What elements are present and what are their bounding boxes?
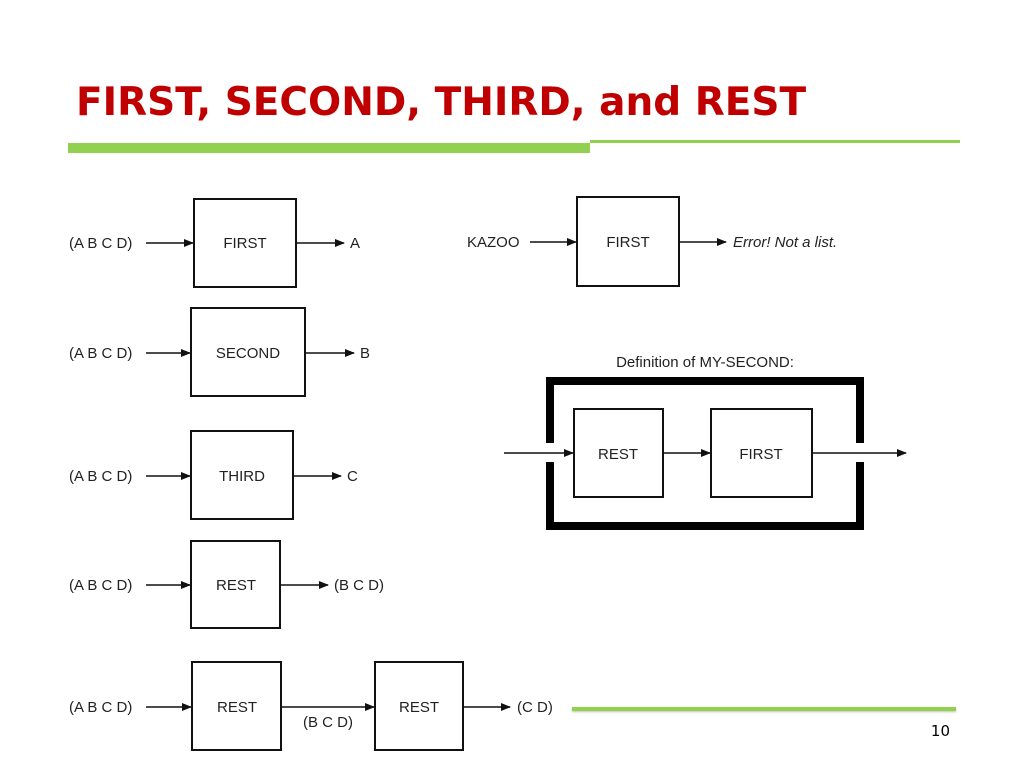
definition-label: Definition of MY-SECOND: xyxy=(616,354,794,371)
slide-title: FIRST, SECOND, THIRD, and REST xyxy=(76,80,807,125)
row-rest-rest: (A B C D) REST (B C D) REST (C D) xyxy=(69,661,553,751)
row-third-label: THIRD xyxy=(219,468,265,485)
my-second-definition: Definition of MY-SECOND: REST FIRST xyxy=(504,354,907,530)
error-example-input: KAZOO xyxy=(467,234,520,251)
row-first-label: FIRST xyxy=(223,235,266,252)
row-rest-box xyxy=(190,540,281,629)
row-third-box xyxy=(190,430,294,520)
definition-rest-label: REST xyxy=(598,446,638,463)
row-third: (A B C D) THIRD C xyxy=(69,430,358,520)
row-first-box xyxy=(193,198,297,288)
definition-first-label: FIRST xyxy=(739,446,782,463)
row-rest-rest-box-2 xyxy=(374,661,464,751)
row-first-output: A xyxy=(350,235,360,252)
definition-frame-top xyxy=(546,377,864,443)
error-example-box xyxy=(576,196,680,287)
row-rest-rest-input: (A B C D) xyxy=(69,699,132,716)
row-second-input: (A B C D) xyxy=(69,345,132,362)
row-rest-rest-label-2: REST xyxy=(399,699,439,716)
row-second-label: SECOND xyxy=(216,345,280,362)
definition-first-box xyxy=(710,408,813,498)
error-example-output: Error! Not a list. xyxy=(733,234,837,251)
row-second-box xyxy=(190,307,306,397)
title-underline-line xyxy=(590,140,960,143)
footer-divider xyxy=(572,707,956,711)
row-third-input: (A B C D) xyxy=(69,468,132,485)
row-rest-output: (B C D) xyxy=(334,577,384,594)
row-rest-label: REST xyxy=(216,577,256,594)
row-rest-input: (A B C D) xyxy=(69,577,132,594)
page-number: 10 xyxy=(930,722,950,740)
row-second-output: B xyxy=(360,345,370,362)
row-second: (A B C D) SECOND B xyxy=(69,307,370,397)
row-rest: (A B C D) REST (B C D) xyxy=(69,540,384,629)
row-first-input: (A B C D) xyxy=(69,235,132,252)
error-example-label: FIRST xyxy=(606,234,649,251)
row-rest-rest-intermediate: (B C D) xyxy=(303,714,353,731)
row-third-output: C xyxy=(347,468,358,485)
error-example: KAZOO FIRST Error! Not a list. xyxy=(467,196,837,287)
row-rest-rest-box-1 xyxy=(191,661,282,751)
row-rest-rest-label-1: REST xyxy=(217,699,257,716)
definition-frame-bottom xyxy=(546,462,864,530)
definition-rest-box xyxy=(573,408,664,498)
row-first: (A B C D) FIRST A xyxy=(69,198,360,288)
row-rest-rest-output: (C D) xyxy=(517,699,553,716)
title-underline-bar xyxy=(68,143,590,153)
